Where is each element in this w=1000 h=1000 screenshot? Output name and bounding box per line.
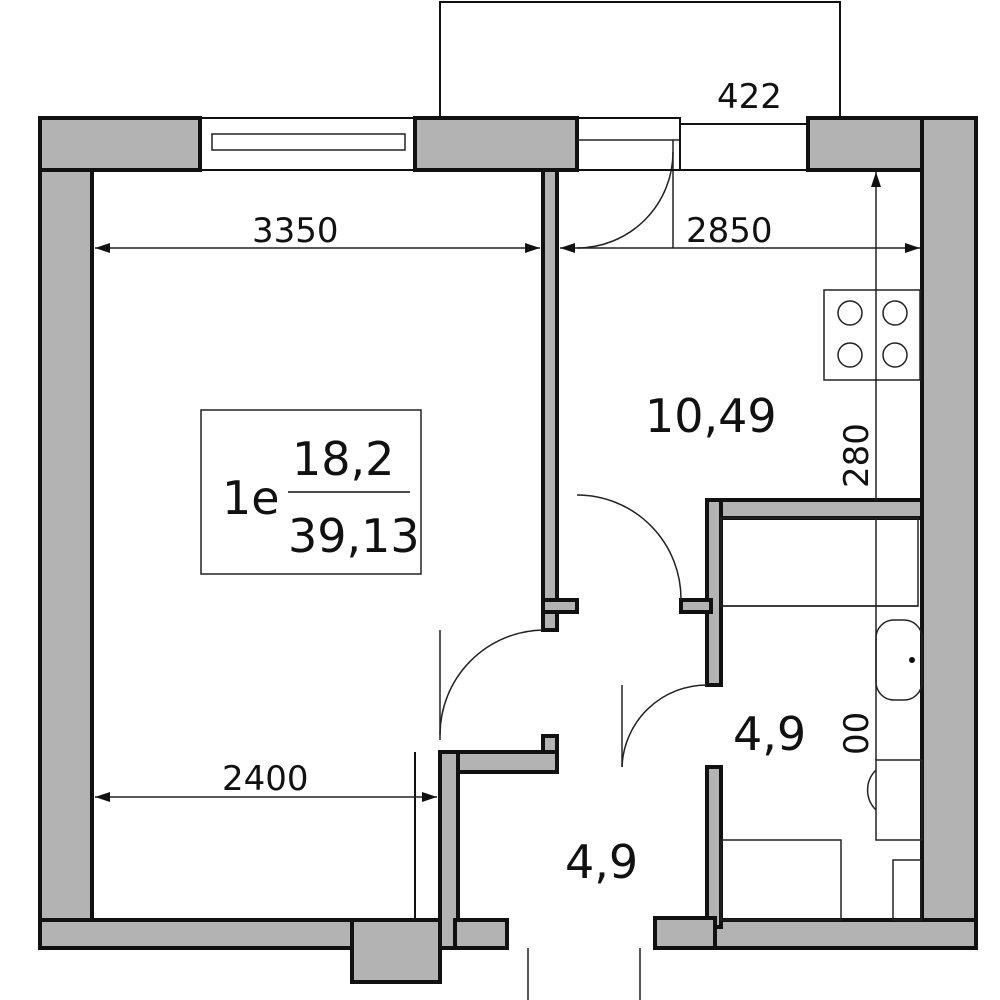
dim-kitchen-width: 2850	[686, 211, 773, 251]
dim-kitchen-side: 280	[837, 423, 877, 488]
doors	[439, 494, 708, 1000]
hall-area-label: 4,9	[565, 835, 638, 889]
area-legend-box	[200, 409, 422, 575]
kitchen-area-label: 10,49	[645, 389, 777, 443]
unit-label: 1e	[222, 471, 280, 525]
stove-icon	[823, 289, 921, 381]
dim-balcony: 422	[717, 77, 782, 117]
balcony-outline	[439, 1, 841, 118]
living-area-label: 18,2	[292, 432, 394, 486]
walls	[38, 116, 978, 984]
total-area-label: 39,13	[288, 509, 420, 563]
dim-bathroom-side: 00	[837, 712, 877, 755]
bathroom-fixtures	[720, 517, 923, 921]
dim-room-width: 3350	[252, 211, 339, 251]
room-outlines	[91, 169, 923, 921]
sink-icon	[875, 619, 923, 701]
toilet-icon	[875, 759, 923, 841]
dimension-lines	[95, 172, 920, 802]
room-window	[199, 117, 416, 171]
bathroom-area-label: 4,9	[733, 707, 806, 761]
dim-room-lower-width: 2400	[222, 759, 309, 799]
